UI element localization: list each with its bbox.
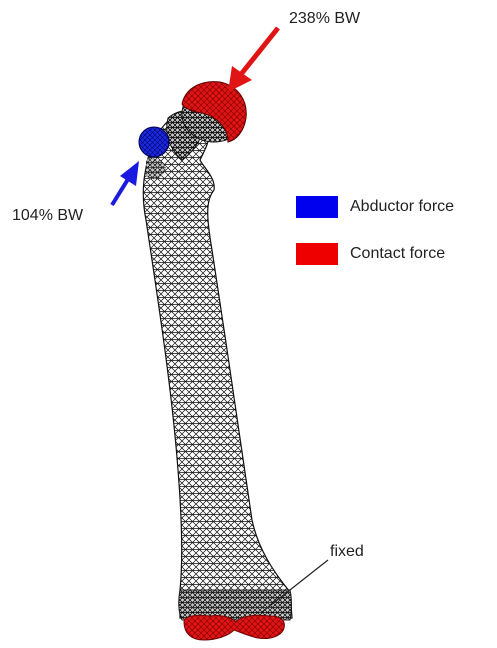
contact-force-arrow xyxy=(228,28,278,92)
femoral-head xyxy=(182,82,246,142)
legend-swatch-abductor xyxy=(296,196,338,218)
abductor-force-label: 104% BW xyxy=(12,207,83,225)
abductor-force-arrow xyxy=(112,161,139,205)
legend-label-contact: Contact force xyxy=(350,245,445,263)
legend-label-abductor: Abductor force xyxy=(350,198,454,216)
femur-mesh xyxy=(143,111,292,621)
legend-swatch-contact xyxy=(296,243,338,265)
abductor-force-region xyxy=(139,127,169,157)
femur-shaft xyxy=(143,112,292,618)
contact-force-label: 238% BW xyxy=(289,10,360,28)
fixed-label: fixed xyxy=(330,543,364,561)
